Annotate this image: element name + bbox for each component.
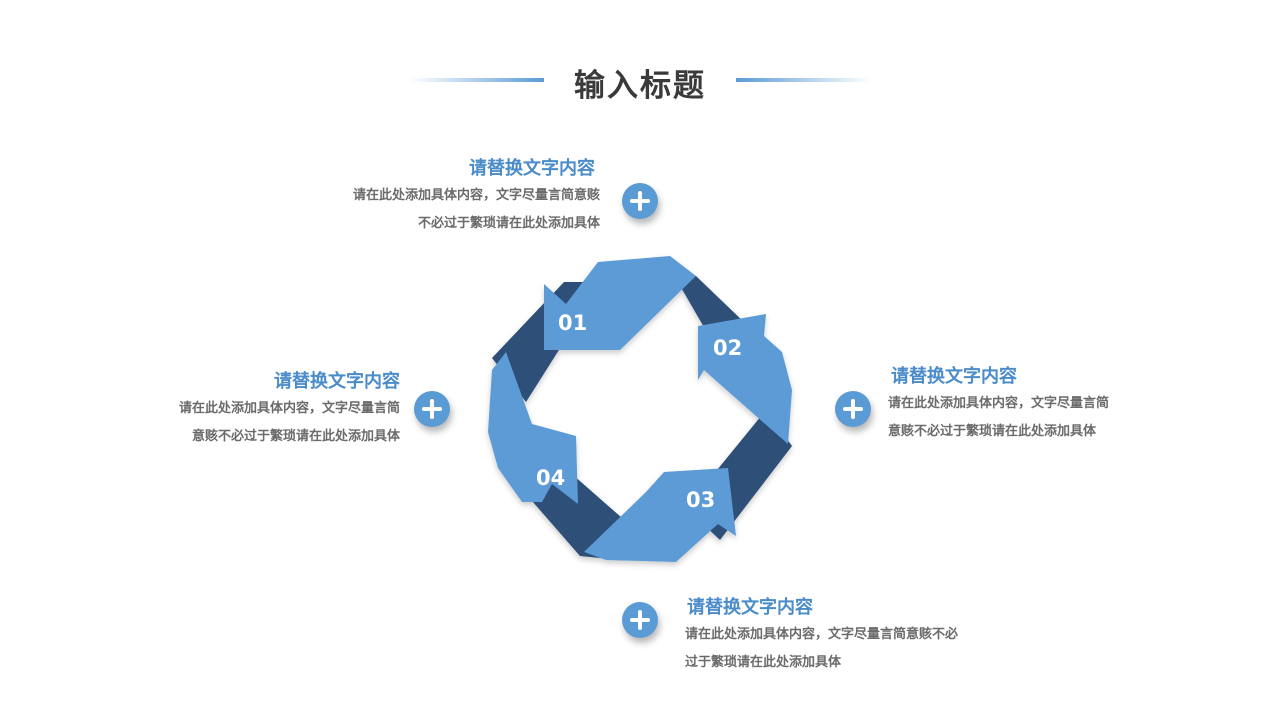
page-title: 输入标题 — [574, 68, 706, 104]
title-bar: 输入标题 — [0, 56, 1280, 106]
block-line: 请在此处添加具体内容，文字尽量言简 — [178, 401, 400, 416]
title-decor-line-right — [736, 78, 870, 82]
plus-icon[interactable] — [622, 183, 658, 219]
block-line: 请在此处添加具体内容，文字尽量言简意赅不必 — [685, 627, 959, 642]
step-label-04: 04 — [536, 466, 565, 490]
block-line: 请在此处添加具体内容，文字尽量言简 — [888, 396, 1110, 411]
text-block-left: 请替换文字内容 请在此处添加具体内容，文字尽量言简 意赅不必过于繁琐请在此处添加… — [100, 367, 400, 451]
step-label-02: 02 — [713, 336, 742, 360]
plus-icon[interactable] — [622, 602, 658, 638]
block-heading: 请替换文字内容 — [687, 597, 813, 618]
block-body: 请在此处添加具体内容，文字尽量言简意赅不必 过于繁琐请在此处添加具体 — [685, 621, 1045, 677]
arrow-03 — [584, 468, 736, 562]
title-decor-line-left — [410, 78, 544, 82]
block-heading: 请替换文字内容 — [891, 366, 1017, 387]
step-label-03: 03 — [686, 488, 715, 512]
block-line: 意赅不必过于繁琐请在此处添加具体 — [191, 429, 400, 444]
block-body: 请在此处添加具体内容，文字尽量言简 意赅不必过于繁琐请在此处添加具体 — [100, 395, 400, 451]
text-block-top: 请替换文字内容 请在此处添加具体内容，文字尽量言简意赅 不必过于繁琐请在此处添加… — [270, 154, 600, 238]
block-line: 请在此处添加具体内容，文字尽量言简意赅 — [352, 188, 600, 203]
block-line: 意赅不必过于繁琐请在此处添加具体 — [888, 424, 1097, 439]
plus-icon[interactable] — [835, 391, 871, 427]
cycle-diagram: 01 02 03 04 — [488, 256, 792, 562]
text-block-right: 请替换文字内容 请在此处添加具体内容，文字尽量言简 意赅不必过于繁琐请在此处添加… — [888, 362, 1188, 446]
arrow-02 — [698, 314, 792, 444]
arrow-01 — [544, 256, 696, 350]
block-heading: 请替换文字内容 — [469, 158, 595, 179]
block-line: 过于繁琐请在此处添加具体 — [685, 655, 842, 670]
block-body: 请在此处添加具体内容，文字尽量言简意赅 不必过于繁琐请在此处添加具体 — [270, 182, 600, 238]
step-label-01: 01 — [558, 311, 587, 335]
arrow-04 — [488, 352, 578, 504]
block-line: 不必过于繁琐请在此处添加具体 — [417, 216, 600, 231]
block-body: 请在此处添加具体内容，文字尽量言简 意赅不必过于繁琐请在此处添加具体 — [888, 390, 1188, 446]
plus-icon[interactable] — [414, 391, 450, 427]
text-block-bottom: 请替换文字内容 请在此处添加具体内容，文字尽量言简意赅不必 过于繁琐请在此处添加… — [685, 593, 1045, 677]
block-heading: 请替换文字内容 — [274, 371, 400, 392]
